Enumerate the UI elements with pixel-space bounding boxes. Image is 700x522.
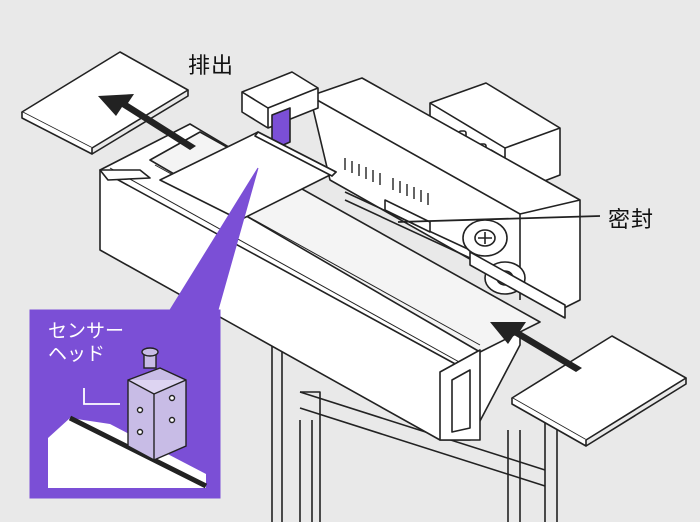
sensor-head-icon: [127, 347, 187, 461]
sensor-mount: [241, 71, 319, 151]
sealer-head: [309, 77, 581, 319]
roller-wheels: [462, 219, 526, 295]
discharge-arrow-icon: [98, 94, 196, 150]
sealing-label: 密封: [608, 208, 655, 233]
sensor-head-label-line1: センサー: [48, 320, 125, 342]
motion-arrows: [98, 94, 582, 372]
infeed-arrow-icon: [490, 322, 582, 372]
sealing-leader-line: [397, 215, 601, 223]
infeed-tray: [511, 335, 687, 447]
sensor-inset-panel: [29, 309, 221, 499]
sensor-head-label-line2: ヘッド: [48, 343, 106, 365]
discharge-label: 排出: [188, 54, 235, 79]
bag-on-belt: [159, 131, 337, 221]
vent-slots: [344, 158, 429, 205]
